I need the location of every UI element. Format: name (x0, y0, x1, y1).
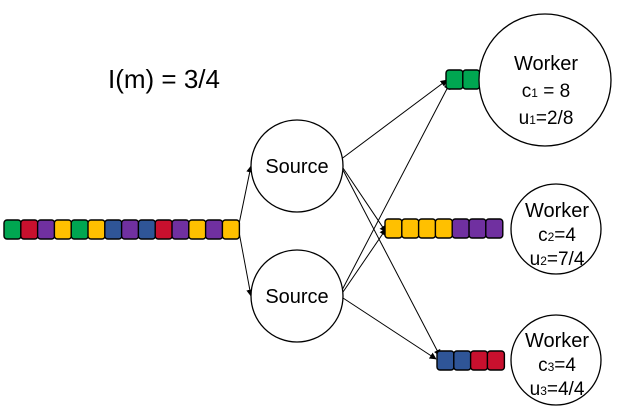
edge-input-to-source-1 (238, 165, 254, 225)
worker-2-queue (384, 218, 504, 239)
queue-message-green (70, 219, 89, 240)
edge-source-2-to-worker-2 (342, 228, 387, 293)
source-label: Source (265, 286, 328, 308)
queue-message-yellow (221, 219, 241, 240)
worker-capacity: c2=4 (538, 225, 576, 246)
queue-message-purple (120, 219, 140, 240)
queue-message-yellow (401, 218, 420, 239)
queue-message-purple (451, 218, 470, 239)
queue-message-purple (485, 218, 504, 239)
worker-1-queue (445, 69, 481, 90)
source-node-2: Source (250, 249, 344, 343)
worker-utilization: u2=7/4 (530, 249, 585, 270)
worker-utilization: u3=4/4 (530, 379, 585, 400)
queue-message-yellow (384, 218, 403, 239)
queue-message-blue (453, 350, 472, 371)
worker-label: Worker (525, 330, 589, 352)
edge-source-1-to-worker-1 (339, 79, 448, 161)
queue-message-purple (204, 219, 224, 240)
worker-capacity: c1 = 8 (522, 81, 570, 102)
edge-source-1-to-worker-2 (342, 167, 387, 233)
edge-source-2-to-worker-1 (339, 82, 451, 295)
queue-message-yellow (434, 218, 454, 239)
queue-message-blue (104, 219, 123, 240)
worker-3-queue (436, 350, 506, 371)
queue-message-purple (468, 218, 487, 239)
formula-label: I(m) = 3/4 (108, 64, 220, 94)
queue-message-red (154, 219, 173, 240)
input-queue (3, 219, 241, 240)
queue-message-purple (171, 219, 190, 240)
worker-node-1: Worker c1 = 8 u1=2/8 (478, 13, 612, 147)
source-node-1: Source (250, 119, 344, 213)
queue-message-yellow (188, 219, 207, 240)
queue-message-blue (137, 219, 157, 240)
queue-message-green (462, 69, 481, 90)
queue-message-red (20, 219, 39, 240)
queue-message-yellow (53, 219, 73, 240)
worker-capacity: c3=4 (538, 355, 576, 376)
queue-message-yellow (87, 219, 106, 240)
worker-label: Worker (525, 200, 589, 222)
source-label: Source (265, 156, 328, 178)
edge-source-2-to-worker-3 (342, 297, 437, 360)
queue-message-purple (36, 219, 56, 240)
edges (238, 79, 451, 360)
queue-message-red (486, 350, 506, 371)
queue-message-blue (436, 350, 455, 371)
queue-message-red (469, 350, 489, 371)
worker-label: Worker (514, 53, 578, 75)
queue-message-green (3, 219, 22, 240)
worker-utilization: u1=2/8 (519, 108, 574, 129)
queue-message-green (445, 69, 464, 90)
worker-node-3: Worker c3=4 u3=4/4 (510, 314, 602, 406)
edge-source-1-to-worker-3 (342, 169, 441, 357)
worker-node-2: Worker c2=4 u2=7/4 (510, 183, 602, 275)
queue-message-yellow (417, 218, 437, 239)
edge-input-to-source-2 (238, 231, 254, 297)
